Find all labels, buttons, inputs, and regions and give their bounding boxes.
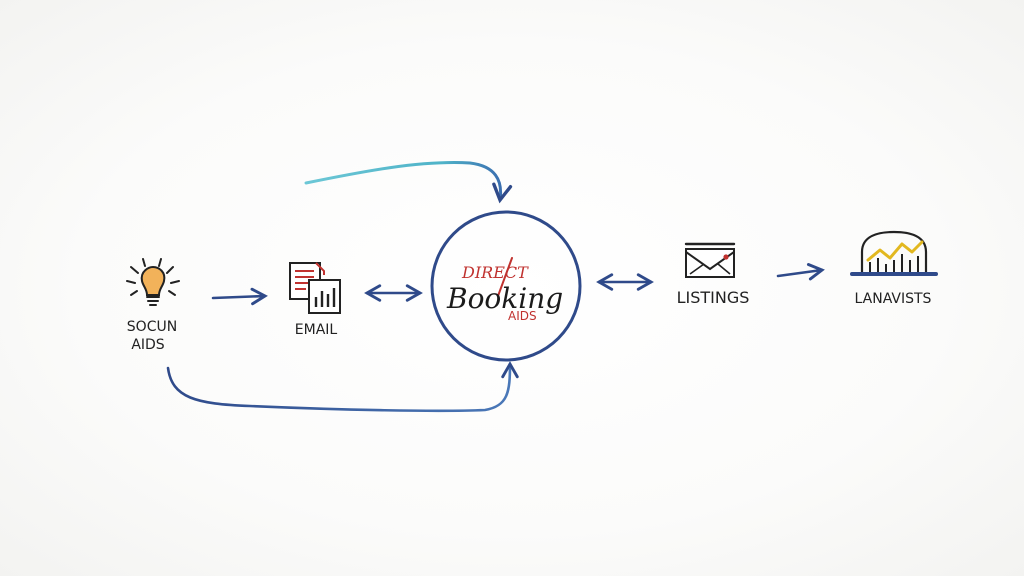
listings-label: LISTINGS <box>677 288 750 307</box>
social-ads-label-line2: AIDS <box>131 337 164 353</box>
line-chart-icon <box>850 230 938 276</box>
bottom-curved-arrow <box>166 361 519 413</box>
direct-booking-node: DIRECT Booking AIDS <box>430 210 582 362</box>
direct-booking-sub-label: AIDS <box>508 309 537 323</box>
document-chart-icon <box>289 262 341 314</box>
top-curved-arrow <box>304 161 513 204</box>
social-ads-label-line1: SOCUN <box>127 319 177 335</box>
email-node: EMAIL <box>289 262 341 338</box>
direct-booking-main-label: Booking <box>446 282 563 315</box>
social-ads-node: SOCUN AIDS <box>126 258 180 353</box>
lightbulb-icon <box>126 258 180 306</box>
arrow-listings-analytics <box>776 263 825 281</box>
direct-booking-strike <box>497 257 513 297</box>
arrow-social-to-email <box>211 287 268 306</box>
listings-node: LISTINGS <box>677 242 750 307</box>
analytics-label: LANAVISTS <box>855 291 932 307</box>
email-label: EMAIL <box>295 322 338 338</box>
direct-booking-top-label: DIRECT <box>461 263 529 282</box>
direct-booking-circle <box>430 210 582 362</box>
analytics-node: LANAVISTS <box>850 230 938 307</box>
envelope-icon <box>684 242 736 278</box>
